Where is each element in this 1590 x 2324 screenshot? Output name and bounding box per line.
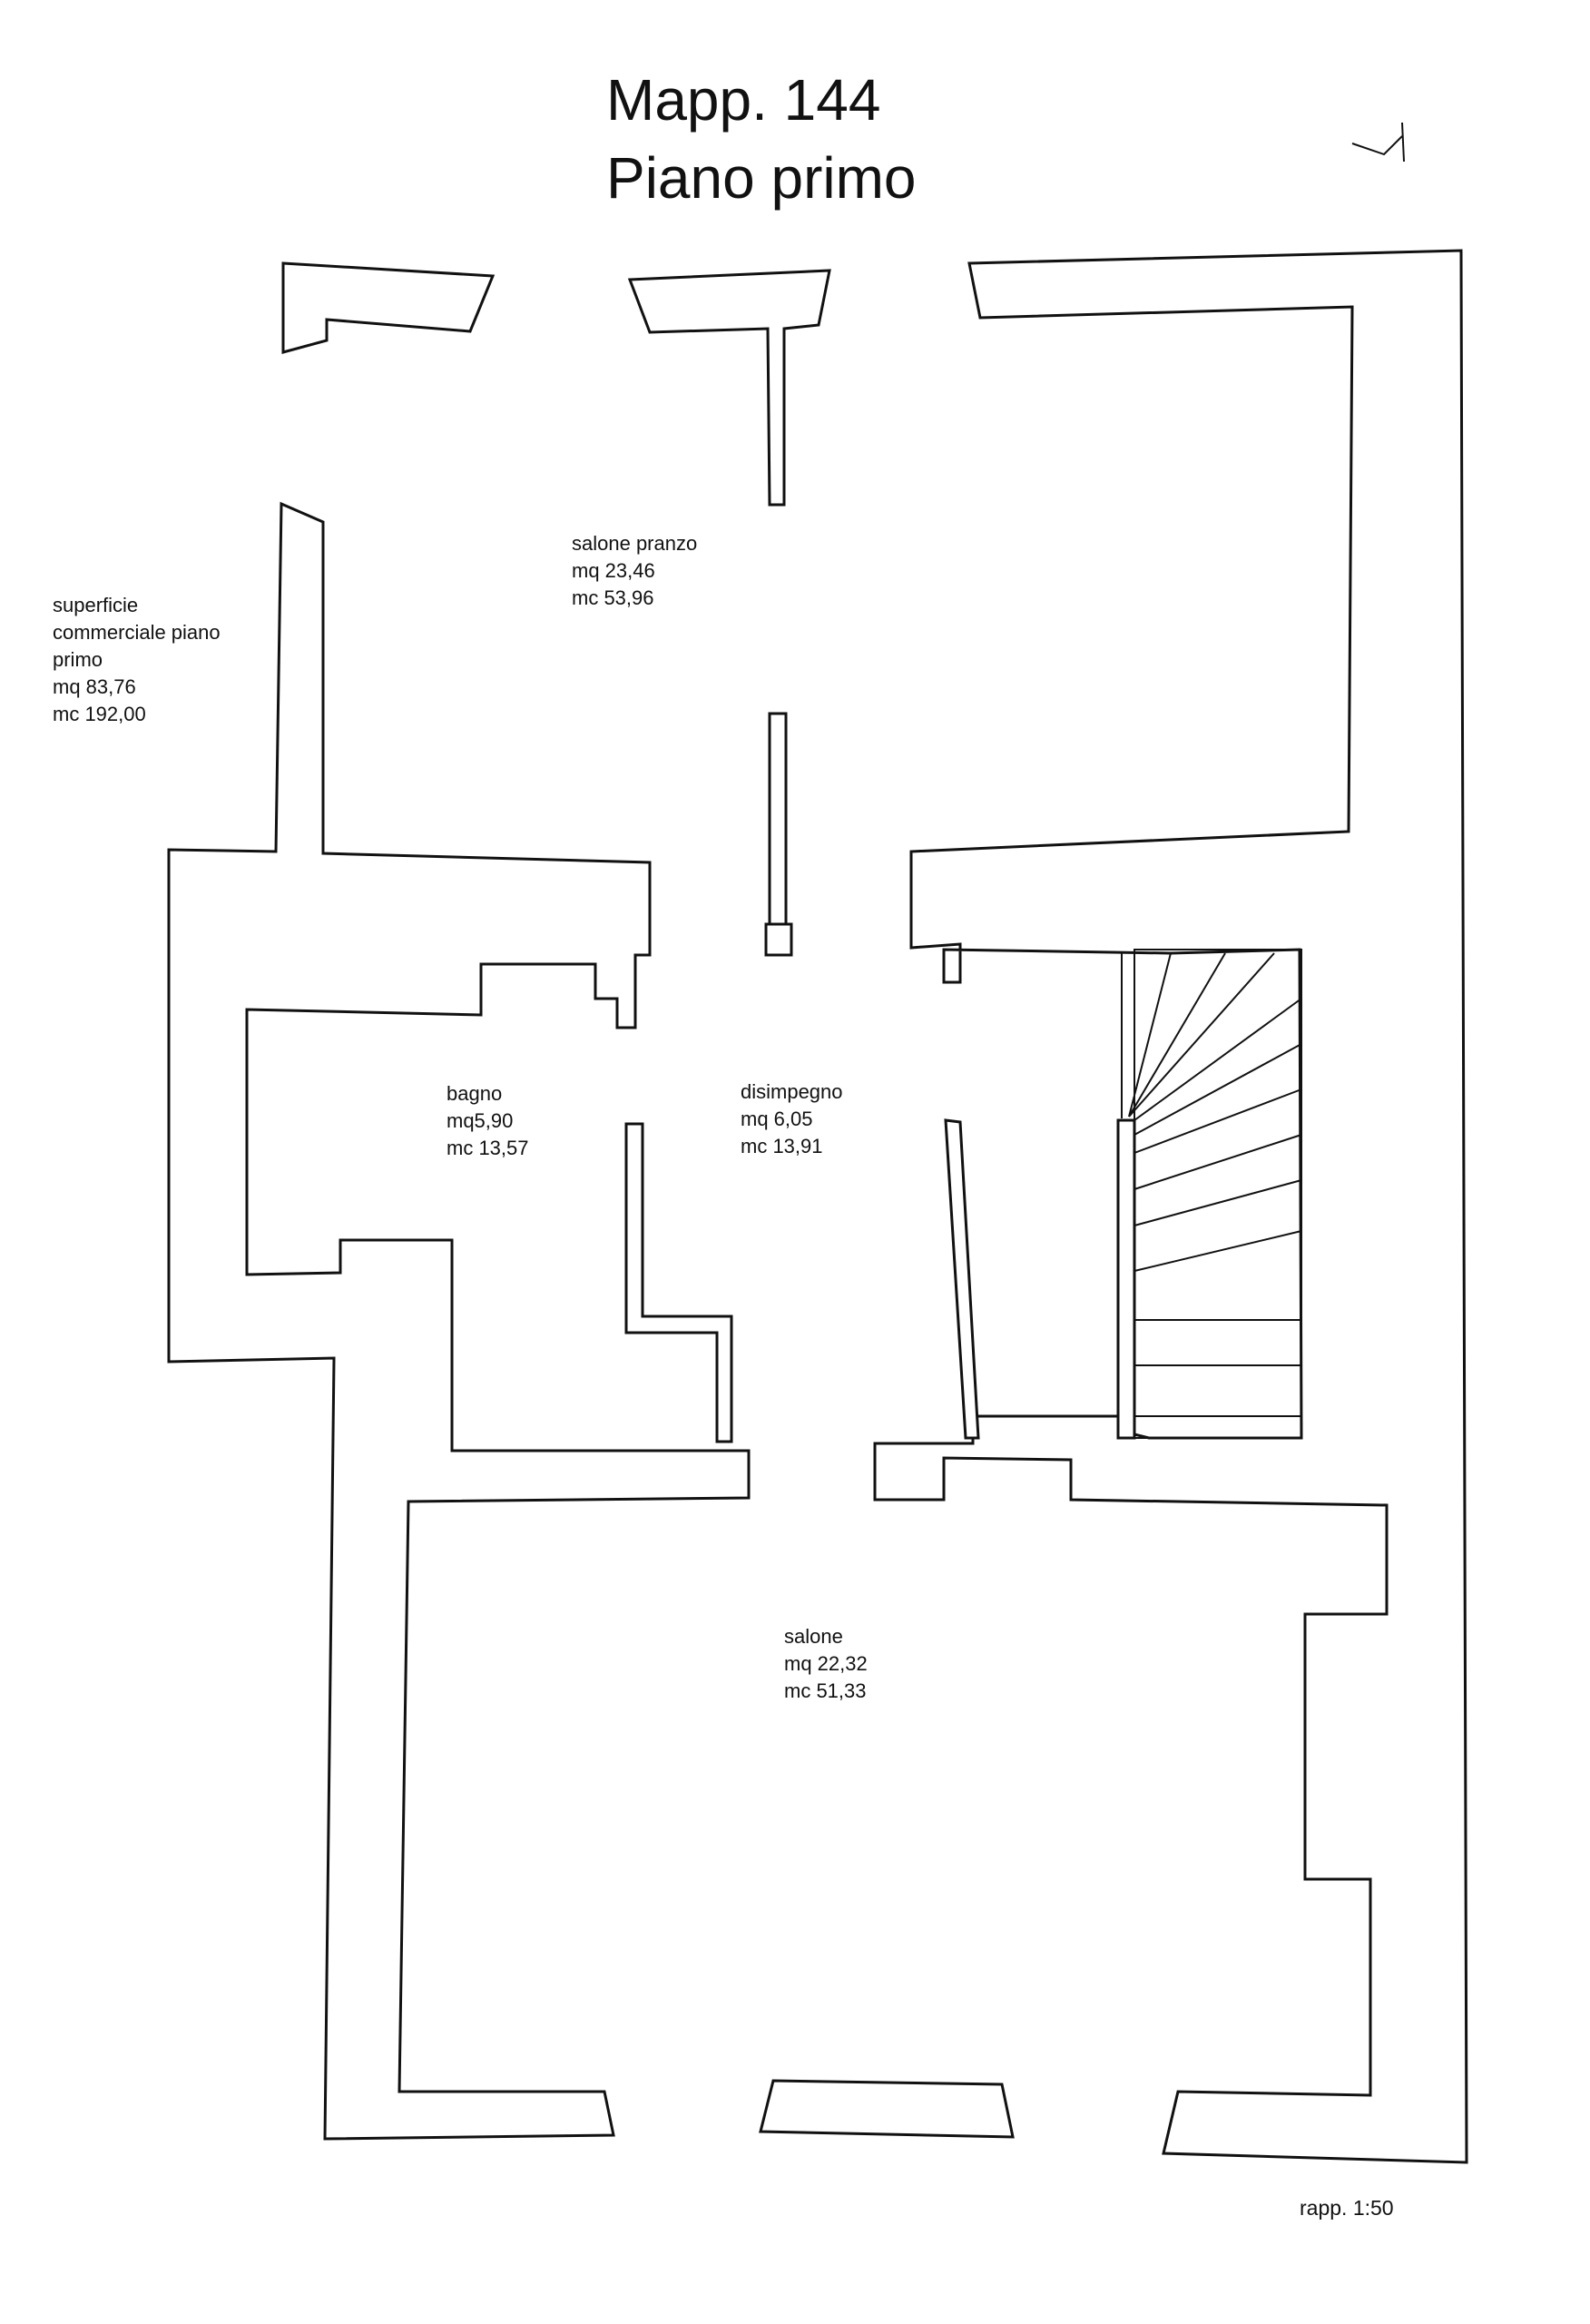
room-name: salone pranzo bbox=[572, 532, 697, 555]
stair-outline bbox=[1134, 949, 1302, 1439]
summary-label: superficie commerciale piano primo mq 83… bbox=[53, 594, 221, 725]
pillar-central bbox=[768, 712, 788, 937]
summary-area: mq 83,76 bbox=[53, 675, 136, 698]
wall-top-left bbox=[281, 261, 496, 354]
room-volume: mc 13,91 bbox=[741, 1135, 823, 1157]
room-bagno: bagno mq5,90 mc 13,57 bbox=[447, 1082, 529, 1159]
wall-disimpegno-right bbox=[944, 1118, 980, 1440]
plan-title-line1: Mapp. 144 bbox=[606, 67, 880, 133]
handwritten-mark bbox=[1351, 122, 1405, 162]
room-disimpegno: disimpegno mq 6,05 mc 13,91 bbox=[741, 1080, 843, 1157]
pillar-base bbox=[764, 922, 793, 957]
room-area: mq 6,05 bbox=[741, 1108, 813, 1130]
summary-line3: primo bbox=[53, 648, 103, 671]
room-area: mq 23,46 bbox=[572, 559, 655, 582]
summary-line2: commerciale piano bbox=[53, 621, 221, 644]
room-name: salone bbox=[784, 1625, 843, 1648]
room-volume: mc 51,33 bbox=[784, 1679, 867, 1702]
room-volume: mc 53,96 bbox=[572, 586, 654, 609]
room-volume: mc 13,57 bbox=[447, 1137, 529, 1159]
room-area: mq 22,32 bbox=[784, 1652, 868, 1675]
room-area: mq5,90 bbox=[447, 1109, 513, 1132]
summary-line1: superficie bbox=[53, 594, 138, 616]
summary-volume: mc 192,00 bbox=[53, 703, 146, 725]
room-salone: salone mq 22,32 mc 51,33 bbox=[784, 1625, 868, 1702]
wall-bottom-middle bbox=[759, 2079, 1015, 2139]
room-salone-pranzo: salone pranzo mq 23,46 mc 53,96 bbox=[572, 532, 697, 609]
wall-top-middle bbox=[627, 269, 831, 507]
wall-bathroom-right bbox=[624, 1122, 733, 1443]
stair-well bbox=[1116, 1118, 1136, 1440]
room-name: bagno bbox=[447, 1082, 502, 1105]
wall-left-outer bbox=[167, 501, 751, 2141]
plan-title-line2: Piano primo bbox=[606, 145, 917, 211]
room-name: disimpegno bbox=[741, 1080, 843, 1103]
stair-treads bbox=[1121, 952, 1302, 1417]
scale-label: rapp. 1:50 bbox=[1300, 2196, 1394, 2220]
